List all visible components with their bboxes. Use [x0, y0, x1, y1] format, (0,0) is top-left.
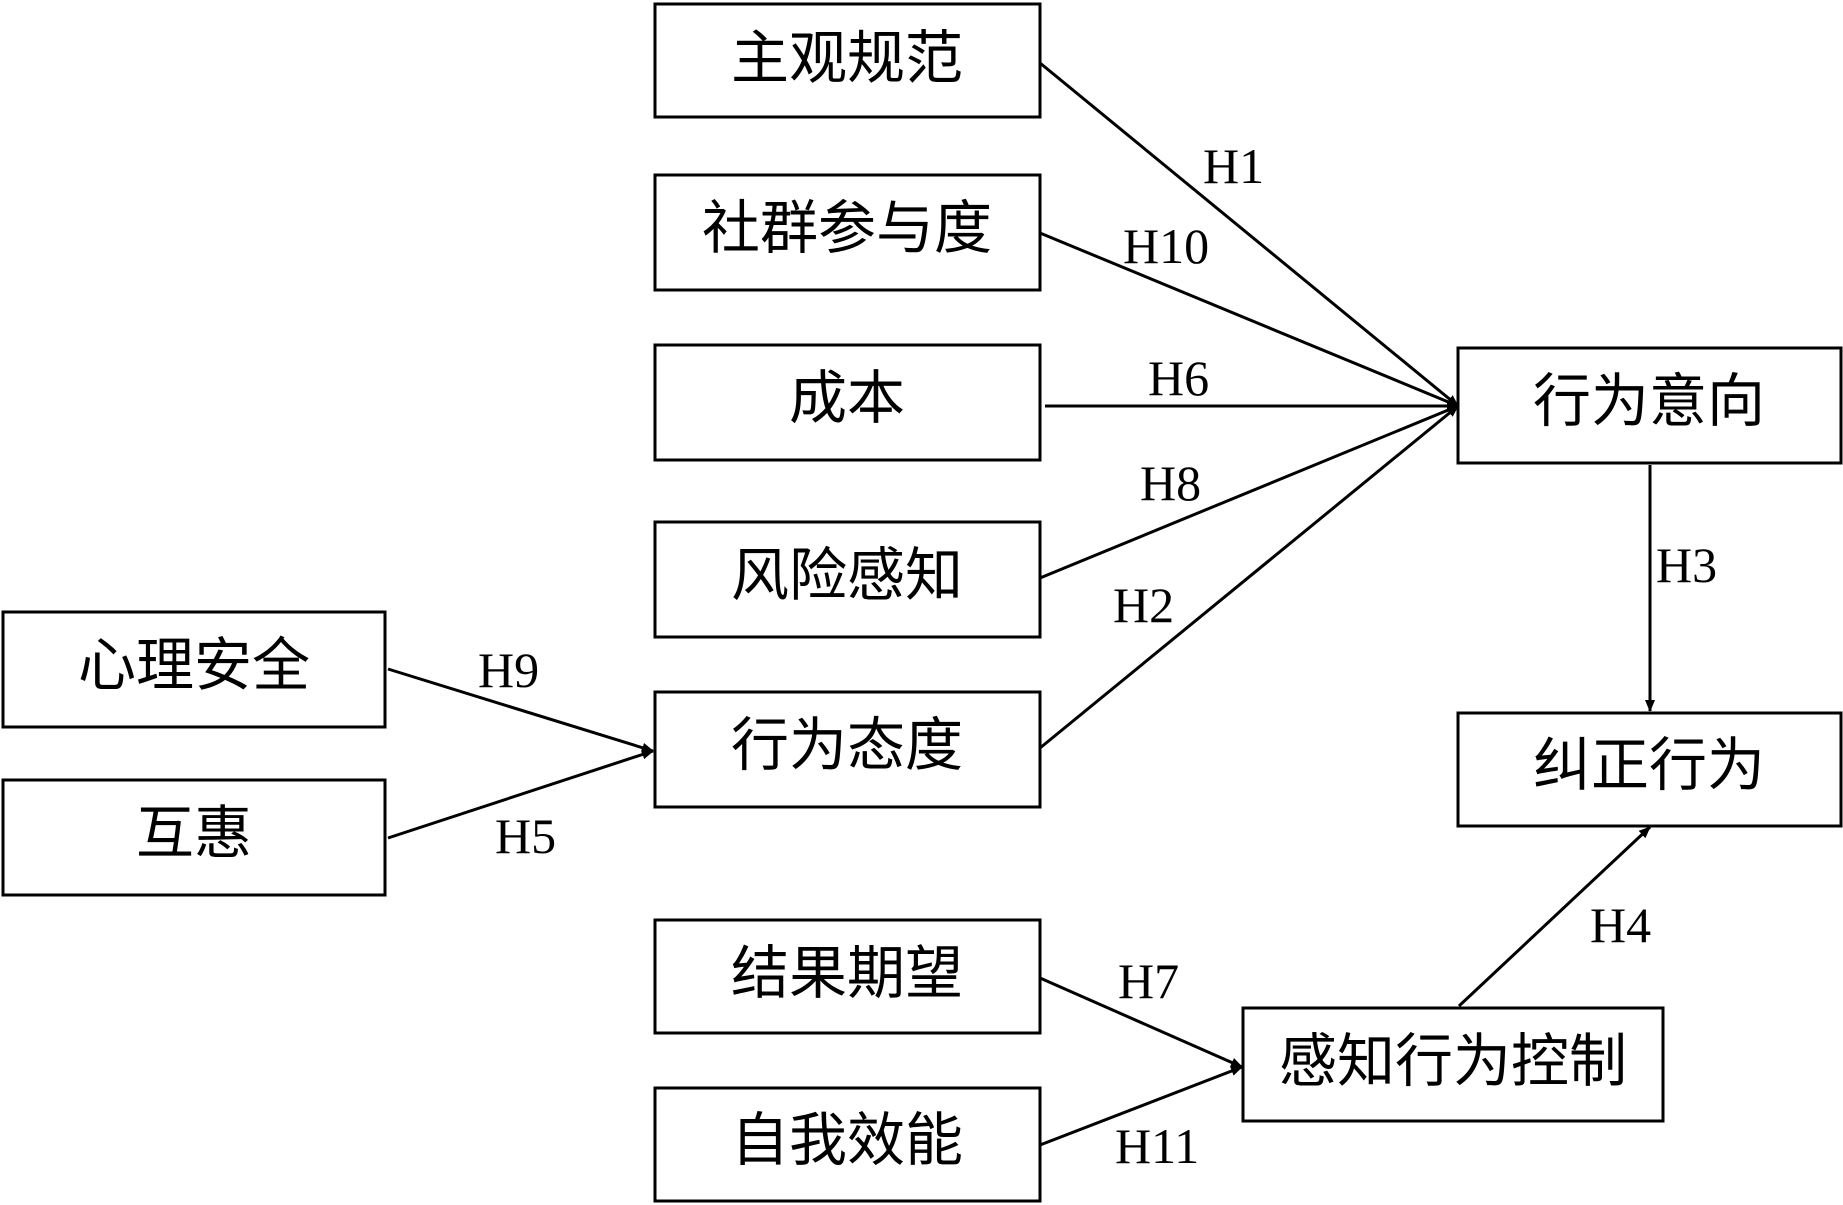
node-box	[653, 690, 1042, 809]
edges	[387, 61, 1655, 1147]
node-self-efficacy: 自我效能	[653, 1086, 1042, 1203]
node-label: 心理安全	[78, 631, 310, 699]
edge-label-h11: H11	[1115, 1118, 1199, 1174]
edge-h9	[387, 667, 654, 753]
node-label: 社群参与度	[702, 194, 992, 262]
node-reciprocity: 互惠	[1, 778, 387, 897]
edge-h11	[1039, 1065, 1243, 1147]
node-label: 主观规范	[731, 24, 963, 92]
edge-h5	[387, 749, 654, 840]
node-box	[1456, 711, 1843, 828]
node-outcome-expectation: 结果期望	[653, 918, 1042, 1035]
edge-h7	[1039, 976, 1243, 1069]
node-label: 互惠	[136, 799, 252, 867]
node-box	[1, 778, 387, 897]
edge-label-h8: H8	[1140, 455, 1201, 511]
edge-labels: H1 H10 H6 H8 H2 H9 H5 H3 H4 H7 H11	[478, 138, 1717, 1174]
edge-h10	[1039, 231, 1459, 408]
edge-label-h2: H2	[1113, 577, 1174, 633]
node-box	[653, 918, 1042, 1035]
node-box	[1456, 346, 1843, 465]
node-behavior-attitude: 行为态度	[653, 690, 1042, 809]
node-label: 结果期望	[731, 939, 963, 1007]
node-risk-perception: 风险感知	[653, 520, 1042, 639]
node-label: 行为态度	[731, 711, 963, 779]
node-box	[653, 343, 1042, 462]
edge-label-h3: H3	[1656, 537, 1717, 593]
edge-label-h5: H5	[495, 808, 556, 864]
edge-label-h9: H9	[478, 642, 539, 698]
edge-h2	[1039, 404, 1459, 750]
node-community-engagement: 社群参与度	[653, 173, 1042, 292]
node-box	[653, 2, 1042, 119]
node-box	[1241, 1006, 1665, 1123]
node-psychological-safety: 心理安全	[1, 610, 387, 729]
edge-label-h1: H1	[1203, 138, 1264, 194]
edge-label-h10: H10	[1123, 218, 1209, 274]
edge-label-h6: H6	[1148, 350, 1209, 406]
node-label: 自我效能	[731, 1106, 963, 1174]
node-perceived-behavioral-control: 感知行为控制	[1241, 1006, 1665, 1123]
node-label: 风险感知	[731, 541, 963, 609]
node-corrective-behavior: 纠正行为	[1456, 711, 1843, 828]
edge-label-h4: H4	[1590, 897, 1651, 953]
node-label: 纠正行为	[1533, 731, 1765, 799]
node-cost: 成本	[653, 343, 1042, 462]
edge-h1	[1039, 61, 1459, 408]
node-box	[653, 520, 1042, 639]
node-label: 感知行为控制	[1279, 1027, 1627, 1095]
node-label: 行为意向	[1533, 367, 1765, 435]
node-label: 成本	[789, 364, 905, 432]
edge-h8	[1039, 404, 1459, 580]
node-box	[653, 173, 1042, 292]
edge-label-h7: H7	[1118, 953, 1179, 1009]
edge-h4	[1457, 825, 1652, 1008]
node-box	[653, 1086, 1042, 1203]
node-behavioral-intention: 行为意向	[1456, 346, 1843, 465]
node-subjective-norm: 主观规范	[653, 2, 1042, 119]
node-box	[1, 610, 387, 729]
